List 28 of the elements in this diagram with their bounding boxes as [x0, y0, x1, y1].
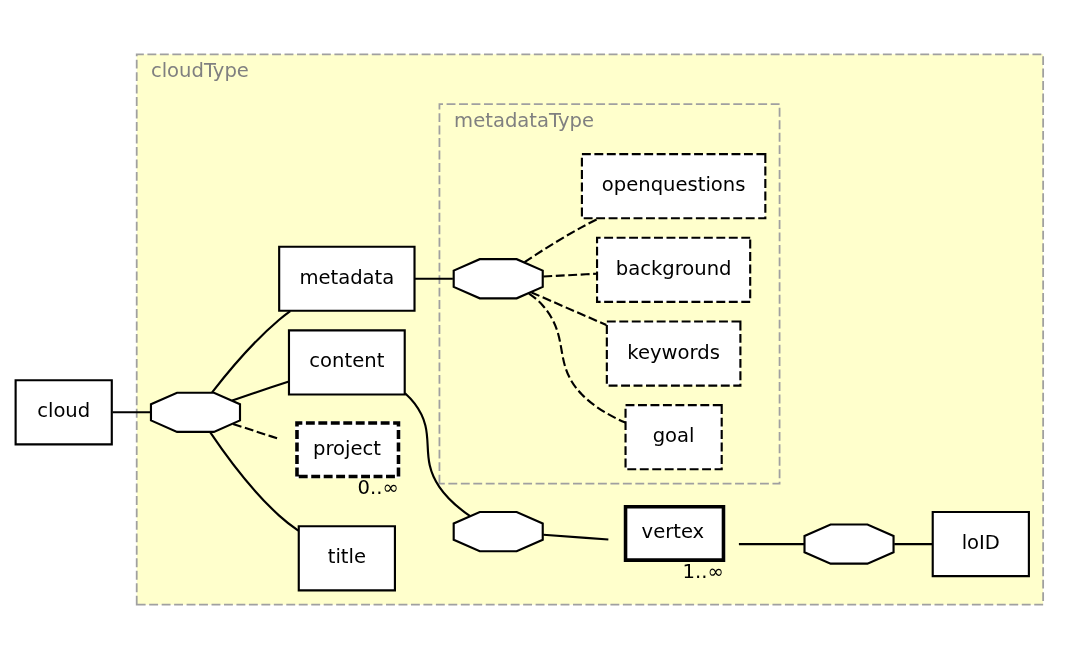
connector: [231, 380, 290, 402]
node-box: goal: [624, 404, 723, 471]
node-box: title: [297, 525, 396, 592]
connector: [414, 277, 453, 280]
node-box: cloud: [14, 379, 113, 446]
node-box: content: [287, 329, 406, 396]
connector: [543, 272, 597, 278]
connector: [528, 292, 626, 424]
connector: [404, 392, 471, 518]
connector: [543, 533, 609, 541]
node-box: metadata: [278, 245, 416, 312]
connector: [531, 291, 607, 326]
node-octagon: [452, 510, 544, 553]
connector: [211, 310, 291, 394]
node-box: loID: [931, 510, 1030, 578]
node-octagon: [452, 258, 544, 300]
connector: [232, 422, 280, 441]
node-box: openquestions: [580, 153, 767, 220]
connector: [738, 543, 805, 546]
connector: [894, 543, 933, 546]
node-box: background: [595, 236, 752, 303]
node-octagon: [149, 391, 242, 433]
connector: [523, 217, 600, 263]
node-label: 1..∞: [682, 559, 724, 583]
connector: [209, 431, 299, 532]
node-box: keywords: [605, 320, 742, 387]
node-octagon: [803, 523, 895, 565]
connector: [112, 411, 151, 414]
